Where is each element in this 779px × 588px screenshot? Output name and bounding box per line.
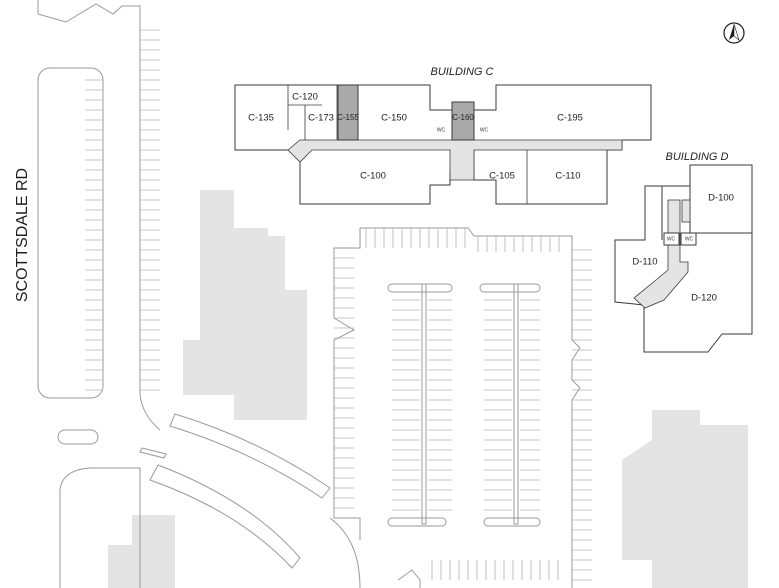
label-c105: C-105 xyxy=(489,171,515,182)
label-c100: C-100 xyxy=(360,171,386,182)
label-d100: D-100 xyxy=(708,193,734,204)
label-d120: D-120 xyxy=(691,293,717,304)
neighbor-building-southeast xyxy=(622,410,748,588)
restroom-c-east: WC xyxy=(480,127,489,133)
restroom-c-west: WC xyxy=(437,127,446,133)
label-c160: C-160 xyxy=(452,113,474,122)
parking-stalls xyxy=(85,29,592,581)
neighbor-building-southwest xyxy=(108,515,175,588)
building-d-title: BUILDING D xyxy=(666,151,729,163)
building-d: BUILDING D WC WC D-100 D-110 D-120 xyxy=(614,151,753,353)
label-c120: C-120 xyxy=(292,92,318,103)
roadway xyxy=(37,0,421,588)
label-c195: C-195 xyxy=(557,113,583,124)
restroom-d-east: WC xyxy=(685,236,694,242)
label-c150: C-150 xyxy=(381,113,407,124)
building-d-corridor xyxy=(633,199,689,309)
neighbor-building-west xyxy=(183,190,307,420)
unit-c155[interactable] xyxy=(337,84,359,141)
restroom-d-west: WC xyxy=(667,236,676,242)
neighbor-buildings xyxy=(108,190,748,588)
main-parking-lot xyxy=(85,29,592,588)
label-c135: C-135 xyxy=(248,113,274,124)
building-c-title: BUILDING C xyxy=(431,66,494,78)
building-c: BUILDING C C-135 C-120 C-173 C-155 C-150… xyxy=(234,66,652,205)
north-arrow-icon xyxy=(723,22,745,44)
label-c110: C-110 xyxy=(555,171,580,182)
label-c173: C-173 xyxy=(308,113,334,124)
road-label: SCOTTSDALE RD xyxy=(14,168,31,302)
building-c-corridor xyxy=(287,139,623,181)
label-d110: D-110 xyxy=(632,257,657,268)
unit-c160[interactable] xyxy=(451,101,475,141)
label-c155: C-155 xyxy=(337,113,359,122)
